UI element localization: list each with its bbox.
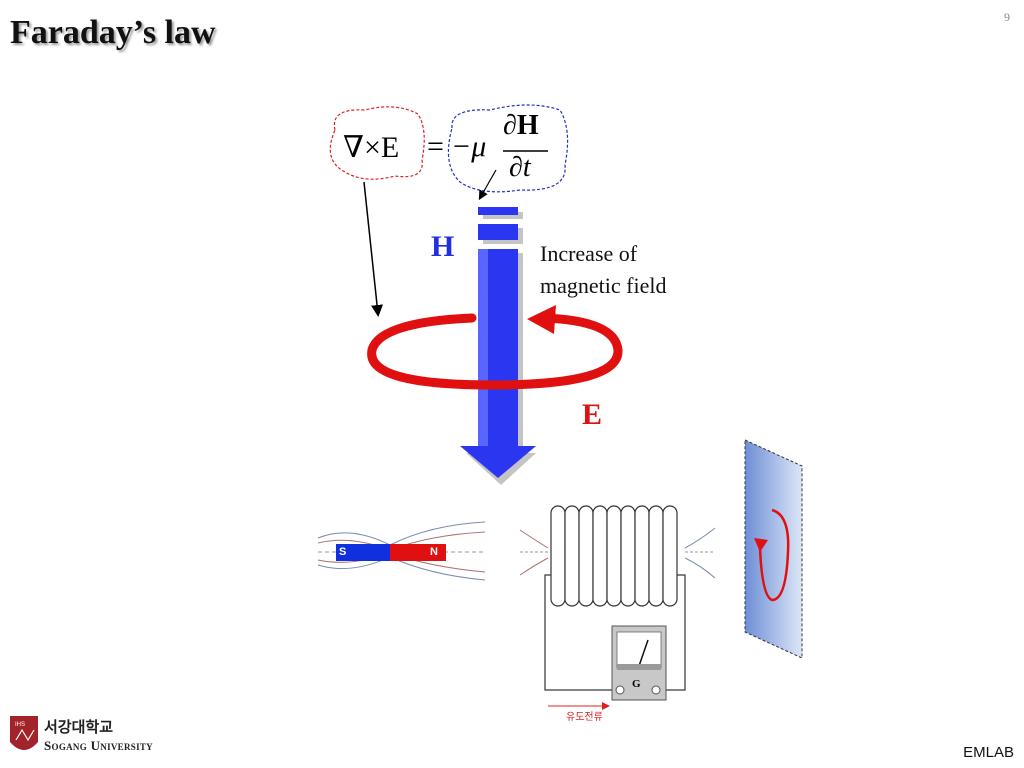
lab-name: EMLAB [963, 744, 1014, 761]
curl-pointer-arrow [363, 181, 384, 317]
sogang-emblem: IHS [10, 716, 38, 750]
conductive-plate [744, 439, 803, 659]
bar-magnet-figure [317, 521, 486, 581]
induced-current-label: 유도전류 [566, 712, 603, 723]
increase-caption: Increase of magnetic field [540, 241, 667, 298]
curl-e-term: ∇×E [343, 131, 400, 164]
plate-figure [744, 439, 803, 659]
magnet-north-pole [390, 544, 446, 561]
plate-current-loop [758, 508, 790, 602]
magnet-n-label: N [430, 546, 438, 558]
e-field-label: E [582, 398, 603, 431]
dhdt-highlight [447, 104, 569, 193]
logo-english: Sogang University [44, 738, 153, 753]
h-field-arrow [460, 207, 536, 485]
svg-text:IHS: IHS [15, 722, 25, 728]
fraction-denominator: ∂t [509, 152, 531, 183]
page-number: 9 [1004, 10, 1010, 24]
fraction-numerator: ∂H [503, 110, 539, 141]
e-loop-back [367, 313, 477, 355]
slide-title: Faraday’s law [10, 14, 216, 51]
solenoid-circuit [519, 505, 716, 710]
galvanometer-label: G [632, 678, 641, 690]
curl-highlight [329, 106, 425, 180]
h-field-label: H [431, 230, 455, 263]
logo-korean: 서강대학교 [44, 718, 114, 736]
dhdt-pointer-arrow [478, 169, 497, 201]
minus-mu: −μ [451, 130, 487, 163]
equals-sign: = [427, 130, 444, 163]
e-loop-arrowhead [527, 305, 556, 334]
e-loop-front [367, 313, 623, 390]
magnet-s-label: S [339, 546, 347, 558]
magnet-south-pole [336, 544, 390, 561]
faraday-equation: ∇×E = −μ ∂H ∂t [335, 108, 575, 188]
